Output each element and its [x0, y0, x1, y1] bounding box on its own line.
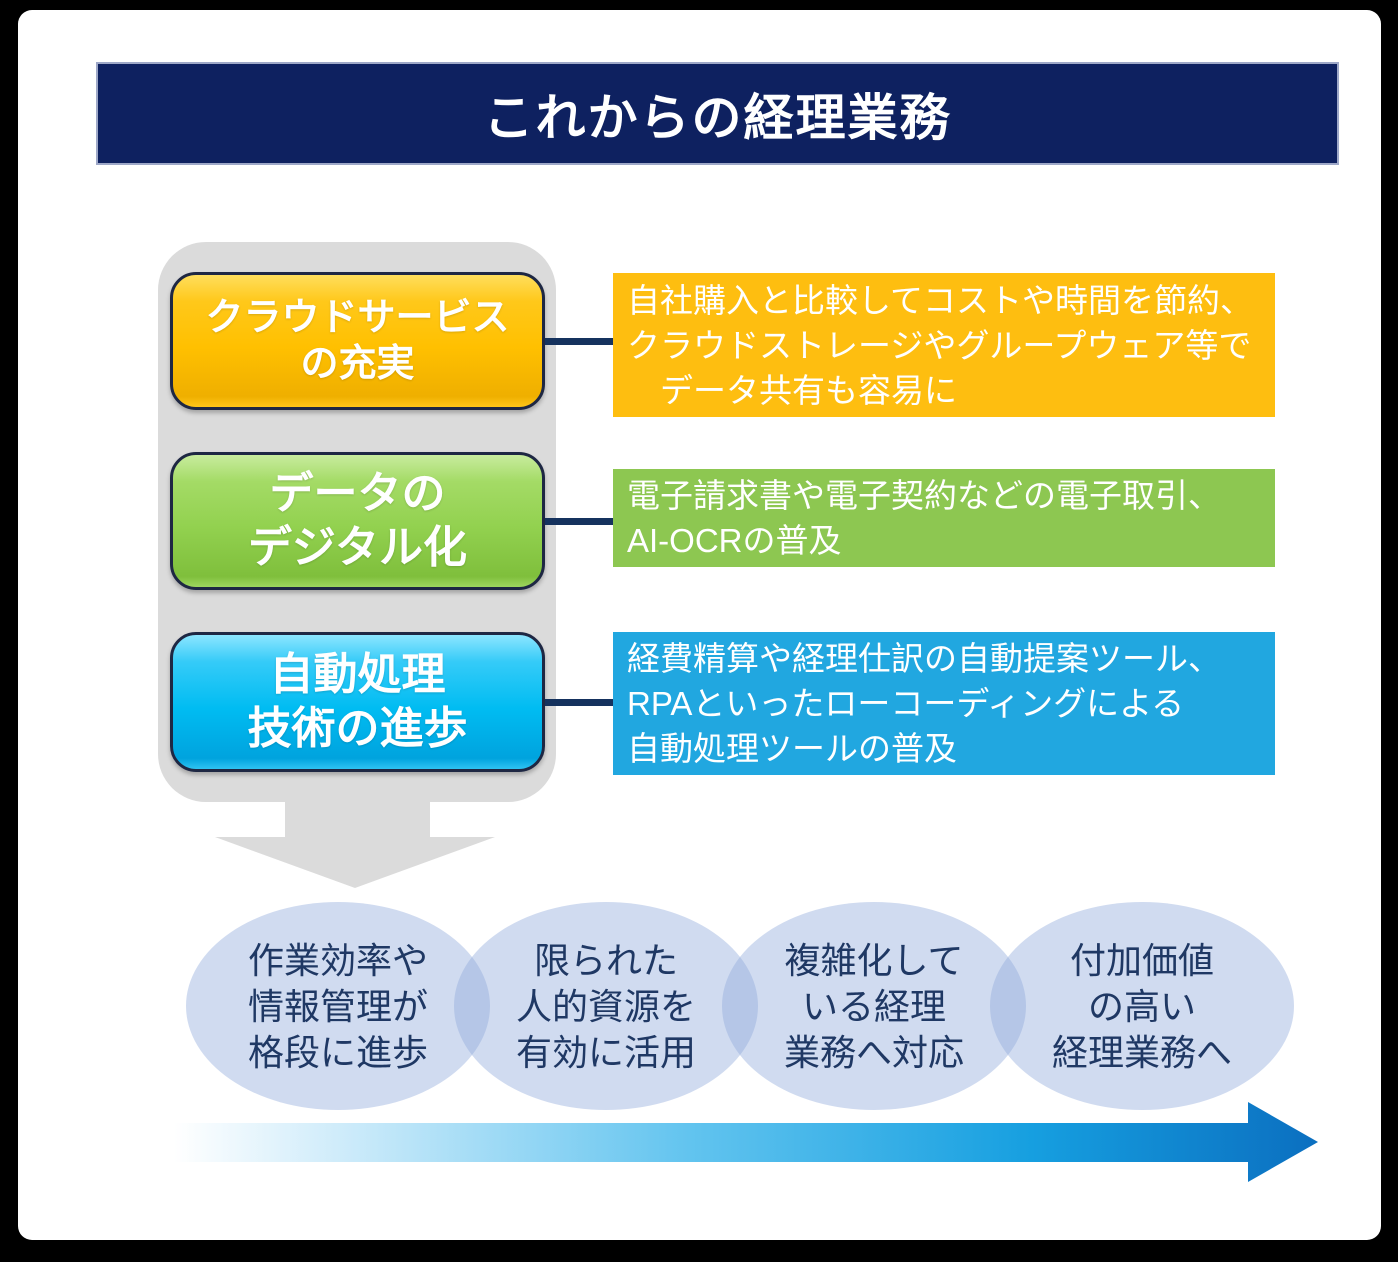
factor-button-data-digitization: データの デジタル化: [170, 452, 545, 590]
factor-label-line: クラウドサービス: [205, 296, 510, 339]
title-banner: これからの経理業務: [96, 62, 1339, 165]
factor-label-line: データの: [269, 469, 446, 519]
factor-button-automation-tech: 自動処理 技術の進歩: [170, 632, 545, 772]
outcome-text-efficiency: 作業効率や 情報管理が 格段に進歩: [247, 940, 428, 1073]
page-title: これからの経理業務: [483, 89, 952, 146]
description-line: データ共有も容易に: [627, 371, 957, 409]
description-line: 経費精算や経理仕訳の自動提案ツール、: [627, 640, 1221, 677]
description-line: クラウドストレージやグループウェア等で: [627, 326, 1252, 364]
factor-label-line: デジタル化: [247, 523, 468, 572]
description-line: 自社購入と比較してコストや時間を節約、: [627, 281, 1254, 319]
factor-label-line: の充実: [300, 343, 415, 385]
outcome-text-complex-work: 複雑化して いる経理 業務へ対応: [783, 940, 964, 1073]
connector-line-3: [545, 699, 613, 706]
slide-canvas: これからの経理業務: [18, 10, 1381, 1240]
outcome-text-human-resources: 限られた 人的資源を 有効に活用: [515, 940, 696, 1073]
factor-label-line: 自動処理: [269, 650, 446, 700]
description-line: 電子請求書や電子契約などの電子取引、: [627, 477, 1221, 514]
connector-line-1: [545, 338, 613, 345]
factor-label-line: 技術の進歩: [247, 704, 468, 753]
description-line: AI-OCRの普及: [627, 522, 842, 559]
down-arrow-icon: [215, 798, 495, 888]
outcome-text-added-value: 付加価値 の高い 経理業務へ: [1051, 940, 1232, 1073]
description-box-cloud-services: 自社購入と比較してコストや時間を節約、 クラウドストレージやグループウェア等で …: [613, 273, 1275, 417]
timeline-arrow-icon: [174, 1102, 1318, 1182]
description-line: 自動処理ツールの普及: [627, 730, 957, 767]
description-box-data-digitization: 電子請求書や電子契約などの電子取引、 AI-OCRの普及: [613, 469, 1275, 567]
description-box-automation-tech: 経費精算や経理仕訳の自動提案ツール、 RPAといったローコーディングによる 自動…: [613, 632, 1275, 775]
connector-line-2: [545, 518, 613, 525]
factor-button-cloud-services: クラウドサービス の充実: [170, 272, 545, 410]
description-line: RPAといったローコーディングによる: [627, 685, 1185, 722]
